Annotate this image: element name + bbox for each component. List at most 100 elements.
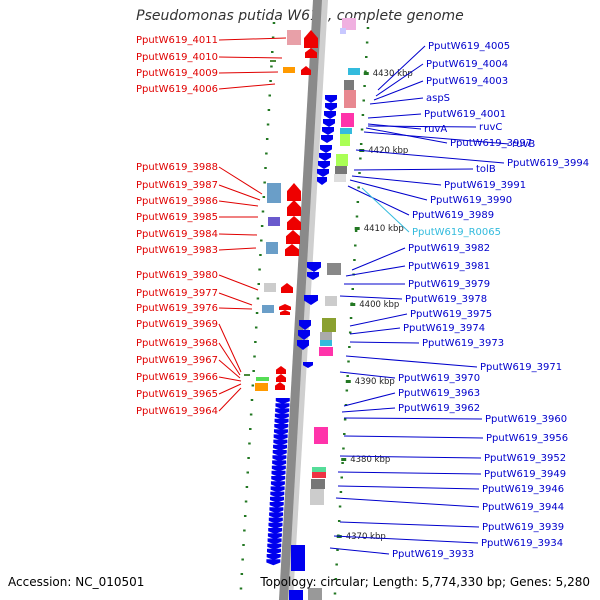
right-label-leader (349, 327, 401, 335)
reverse-gene-arrow (275, 408, 290, 415)
right-gene-label[interactable]: PputW619_3962 (398, 403, 480, 414)
left-gene-label[interactable]: PputW619_3988 (136, 162, 218, 173)
right-label-leader (339, 521, 480, 528)
track-dot (339, 491, 343, 493)
left-gene-label[interactable]: PputW619_3983 (136, 245, 218, 256)
scale-tick-label: 4420 kbp (368, 146, 408, 156)
right-gene-label[interactable]: PputW619_3989 (412, 210, 494, 221)
right-gene-label[interactable]: PputW619_3991 (444, 180, 526, 191)
right-gene-label[interactable]: PputW619_3956 (486, 433, 568, 444)
track-dot (357, 186, 360, 189)
left-gene-label[interactable]: PputW619_4009 (136, 68, 218, 79)
scale-tick-mark (354, 227, 360, 230)
left-gene-label[interactable]: PputW619_3966 (136, 372, 218, 383)
track-dot (336, 549, 339, 551)
left-gene-label[interactable]: PputW619_3986 (136, 196, 218, 207)
right-label-leader (347, 185, 410, 216)
forward-gene-arrow (287, 216, 301, 230)
right-gene-label[interactable]: PputW619_4005 (428, 41, 510, 52)
left-gene-label[interactable]: PputW619_3976 (136, 303, 218, 314)
reverse-gene-arrow (324, 111, 336, 119)
scale-tick-label: 4380 kbp (350, 455, 390, 465)
right-gene-label[interactable]: PputW619_3971 (480, 362, 562, 373)
left-gene-label[interactable]: PputW619_3968 (136, 338, 218, 349)
right-gene-label[interactable]: PputW619_3981 (408, 261, 490, 272)
gene-block (264, 283, 276, 292)
left-gene-label[interactable]: PputW619_4006 (136, 84, 218, 95)
right-gene-label[interactable]: PputW619_3949 (484, 469, 566, 480)
right-gene-label[interactable]: PputW619_3946 (482, 484, 564, 495)
right-gene-label[interactable]: PputW619_3978 (405, 294, 487, 305)
reverse-gene-arrow (307, 272, 319, 280)
track-dot (343, 433, 346, 435)
left-gene-label[interactable]: PputW619_3980 (136, 270, 218, 281)
reverse-gene-arrow (270, 481, 285, 488)
left-gene-label[interactable]: PputW619_3977 (136, 288, 218, 299)
left-gene-label[interactable]: PputW619_3969 (136, 319, 218, 330)
right-gene-label[interactable]: PputW619_3975 (410, 309, 492, 320)
track-dot (265, 138, 269, 140)
left-gene-label[interactable]: PputW619_3985 (136, 212, 218, 223)
right-gene-label[interactable]: PputW619_3994 (507, 158, 589, 169)
right-gene-label[interactable]: tolB (476, 164, 496, 175)
scale-tick-mark (363, 72, 369, 75)
right-gene-label[interactable]: PputW619_3990 (430, 195, 512, 206)
track-dot (271, 51, 274, 53)
gene-block (267, 183, 281, 203)
track-dot (267, 109, 271, 111)
gene-block (312, 472, 326, 478)
right-gene-label[interactable]: PputW619_4001 (424, 109, 506, 120)
gene-block (319, 347, 333, 356)
right-gene-label[interactable]: PputW619_3997 (450, 138, 532, 149)
left-gene-label[interactable]: PputW619_3987 (136, 180, 218, 191)
left-gene-label[interactable]: PputW619_4011 (136, 35, 218, 46)
left-gene-label[interactable]: PputW619_3967 (136, 355, 218, 366)
forward-gene-arrow (286, 230, 300, 244)
right-gene-label[interactable]: PputW619_3960 (485, 414, 567, 425)
rna-gene-label[interactable]: PputW619_R0065 (412, 227, 501, 238)
left-gene-label[interactable]: PputW619_3984 (136, 229, 218, 240)
right-gene-label[interactable]: ruvB (512, 139, 535, 150)
right-gene-label[interactable]: PputW619_3970 (398, 373, 480, 384)
track-dot (262, 196, 266, 198)
track-dot (358, 172, 361, 174)
left-gene-label[interactable]: PputW619_4010 (136, 52, 218, 63)
right-gene-label[interactable]: ruvA (424, 124, 447, 135)
gene-block (344, 90, 356, 108)
right-gene-label[interactable]: PputW619_3974 (403, 323, 485, 334)
right-label-leader (349, 179, 428, 201)
right-gene-label[interactable]: PputW619_3933 (392, 549, 474, 560)
right-gene-label[interactable]: PputW619_3952 (484, 453, 566, 464)
right-gene-label[interactable]: PputW619_4003 (426, 76, 508, 87)
right-gene-label[interactable]: PputW619_3979 (408, 279, 490, 290)
track-dot (335, 563, 338, 566)
right-gene-label[interactable]: PputW619_3963 (398, 388, 480, 399)
right-gene-label[interactable]: ruvC (479, 122, 502, 133)
right-gene-label[interactable]: PputW619_3982 (408, 243, 490, 254)
reverse-gene-arrow (267, 533, 282, 540)
reverse-gene-arrow (297, 340, 309, 350)
right-gene-label[interactable]: PputW619_3973 (422, 338, 504, 349)
gene-block (342, 18, 356, 30)
left-label-leader (218, 37, 287, 41)
left-label-leader (218, 184, 261, 201)
right-gene-label[interactable]: aspS (426, 93, 450, 104)
track-dot (333, 592, 337, 595)
track-dot (247, 457, 250, 459)
right-label-leader (377, 45, 426, 91)
right-gene-label[interactable]: PputW619_3939 (482, 522, 564, 533)
left-gene-label[interactable]: PputW619_3964 (136, 406, 218, 417)
track-dot (241, 558, 244, 561)
left-gene-label[interactable]: PputW619_3965 (136, 389, 218, 400)
forward-gene-arrow (301, 66, 311, 75)
reverse-gene-arrow (269, 502, 284, 508)
gene-block (283, 67, 295, 73)
track-dot (272, 22, 276, 24)
right-gene-label[interactable]: PputW619_3934 (481, 538, 563, 549)
track-dot (361, 114, 365, 116)
right-gene-label[interactable]: PputW619_3944 (482, 502, 564, 513)
track-dot (355, 215, 359, 218)
right-gene-label[interactable]: PputW619_4004 (426, 59, 508, 70)
gene-block (322, 318, 336, 332)
track-dot (363, 85, 366, 87)
